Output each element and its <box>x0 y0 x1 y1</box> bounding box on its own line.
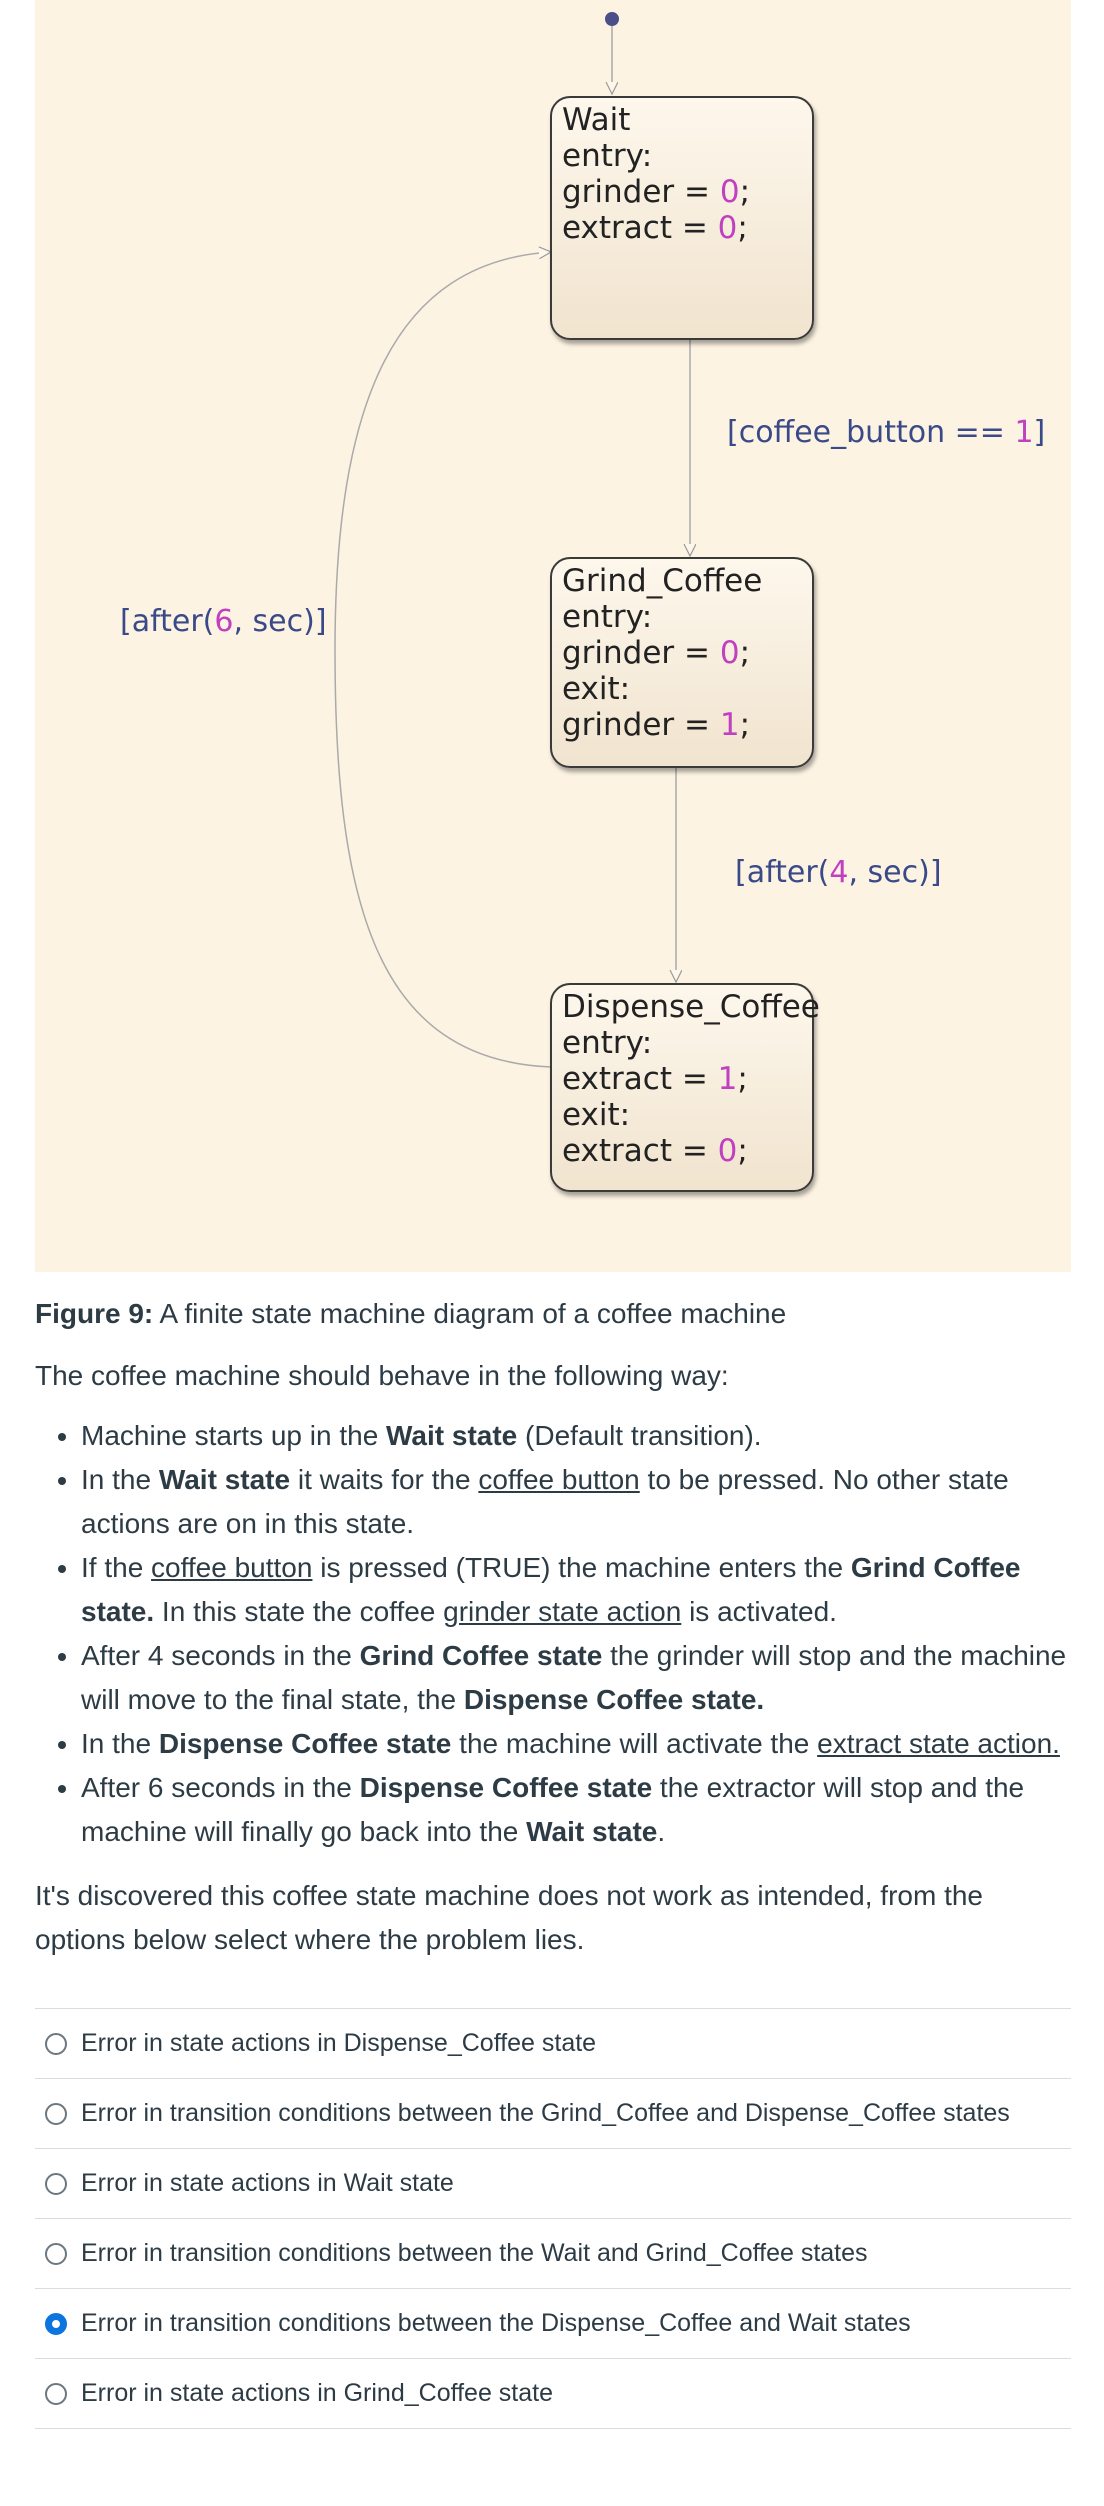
radio-button[interactable] <box>45 2102 67 2125</box>
list-item: After 4 seconds in the Grind Coffee stat… <box>81 1634 1071 1722</box>
state-action: extract = 1; <box>562 1061 748 1097</box>
radio-button[interactable] <box>45 2312 67 2335</box>
answer-option-4[interactable]: Error in transition conditions between t… <box>35 2219 1071 2289</box>
list-item: Machine starts up in the Wait state (Def… <box>81 1414 1071 1458</box>
state-action: grinder = 0; <box>562 174 751 210</box>
intro-text: The coffee machine should behave in the … <box>35 1360 729 1391</box>
state-dispense-coffee: Dispense_Coffee entry: extract = 1; exit… <box>550 983 820 1192</box>
list-item: In the Wait state it waits for the coffe… <box>81 1458 1071 1546</box>
condition-wait-to-grind: [coffee_button == 1] <box>727 415 1046 450</box>
state-action: extract = 0; <box>562 210 748 246</box>
state-name: Wait <box>562 102 631 138</box>
option-label: Error in transition conditions between t… <box>81 2239 868 2267</box>
list-item: After 6 seconds in the Dispense Coffee s… <box>81 1766 1071 1854</box>
state-action-label: entry: <box>562 1025 653 1061</box>
content: Wait entry: grinder = 0; extract = 0; Gr… <box>35 0 1071 2429</box>
condition-grind-to-dispense: [after(4, sec)] <box>735 855 942 890</box>
answer-option-6[interactable]: Error in state actions in Grind_Coffee s… <box>35 2359 1071 2429</box>
state-action-label: entry: <box>562 138 653 174</box>
state-name: Dispense_Coffee <box>562 989 820 1025</box>
option-label: Error in transition conditions between t… <box>81 2099 1010 2127</box>
answer-option-1[interactable]: Error in state actions in Dispense_Coffe… <box>35 2009 1071 2079</box>
dispense-to-wait-arrow <box>334 252 551 1068</box>
option-label: Error in state actions in Wait state <box>81 2169 454 2197</box>
answer-option-2[interactable]: Error in transition conditions between t… <box>35 2079 1071 2149</box>
state-action-label: entry: <box>562 599 653 635</box>
state-action: extract = 0; <box>562 1133 748 1169</box>
answer-options: Error in state actions in Dispense_Coffe… <box>35 2008 1071 2429</box>
radio-button[interactable] <box>45 2032 67 2055</box>
state-action-label: exit: <box>562 1097 631 1133</box>
behaviour-list: Machine starts up in the Wait state (Def… <box>35 1414 1071 1854</box>
list-item: If the coffee button is pressed (TRUE) t… <box>81 1546 1071 1634</box>
answer-option-5[interactable]: Error in transition conditions between t… <box>35 2289 1071 2359</box>
radio-button[interactable] <box>45 2242 67 2265</box>
state-action: grinder = 1; <box>562 707 751 743</box>
state-grind-coffee: Grind_Coffee entry: grinder = 0; exit: g… <box>550 557 814 768</box>
state-machine-diagram: Wait entry: grinder = 0; extract = 0; Gr… <box>35 0 1071 1272</box>
option-label: Error in state actions in Dispense_Coffe… <box>81 2029 597 2057</box>
state-name: Grind_Coffee <box>562 563 763 599</box>
transition-wires <box>334 12 1071 1068</box>
condition-dispense-to-wait: [after(6, sec)] <box>120 604 327 639</box>
option-label: Error in transition conditions between t… <box>81 2309 911 2337</box>
default-transition-dot <box>605 12 619 26</box>
radio-button[interactable] <box>45 2172 67 2195</box>
state-wait: Wait entry: grinder = 0; extract = 0; <box>550 96 814 340</box>
state-action: grinder = 0; <box>562 635 751 671</box>
list-item: In the Dispense Coffee state the machine… <box>81 1722 1071 1766</box>
radio-button[interactable] <box>45 2382 67 2405</box>
option-label: Error in state actions in Grind_Coffee s… <box>81 2379 553 2407</box>
question-text: It's discovered this coffee state machin… <box>35 1880 984 1955</box>
state-action-label: exit: <box>562 671 631 707</box>
answer-option-3[interactable]: Error in state actions in Wait state <box>35 2149 1071 2219</box>
figure-caption: Figure 9: A finite state machine diagram… <box>35 1298 787 1329</box>
